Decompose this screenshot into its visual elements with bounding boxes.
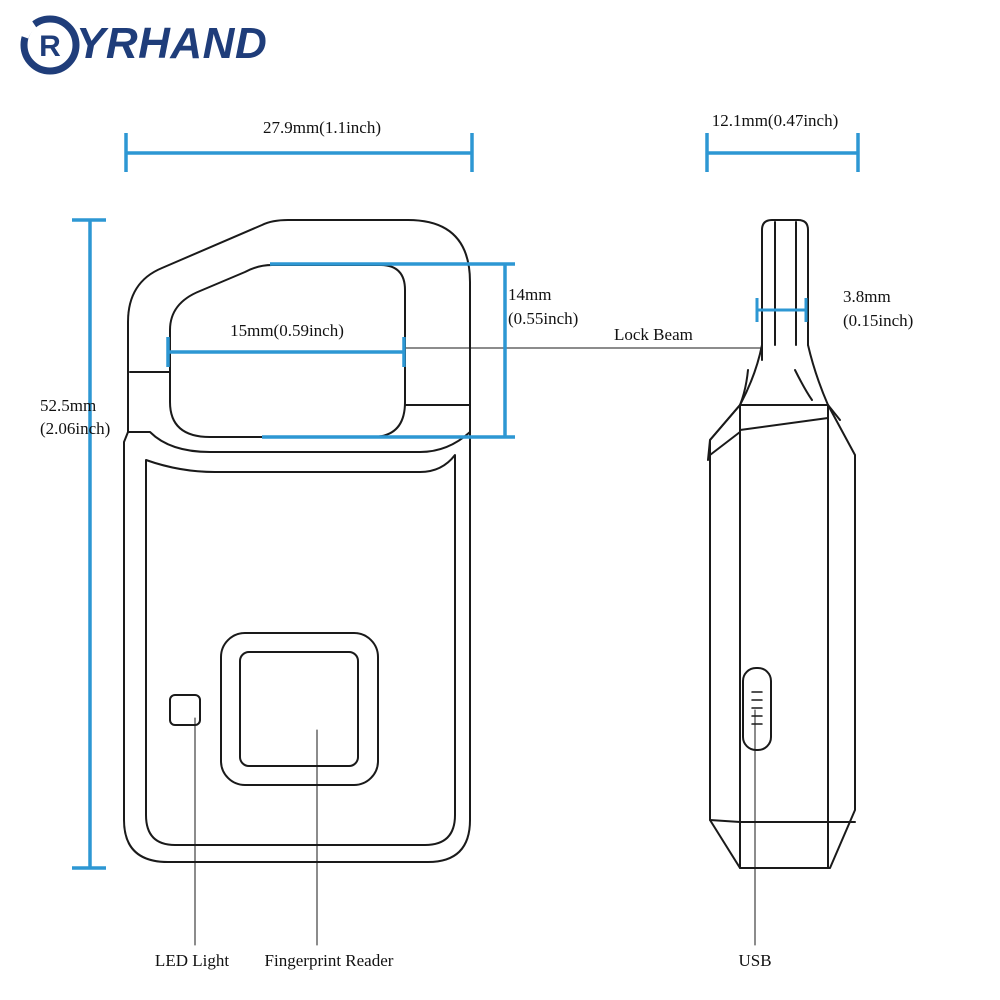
front-view bbox=[123, 219, 471, 863]
dim-beam-inner-width bbox=[166, 337, 406, 367]
led-light-label: LED Light bbox=[154, 951, 230, 970]
height-inch-label: (2.06inch) bbox=[40, 419, 111, 438]
fingerprint-sensor bbox=[239, 651, 359, 767]
dimension-lines bbox=[72, 133, 860, 870]
front-body-outer bbox=[123, 431, 471, 863]
dim-beam-inner-height bbox=[262, 262, 515, 439]
brand-name: YRHAND bbox=[76, 19, 268, 68]
side-view bbox=[707, 219, 856, 869]
dim-side-width bbox=[705, 133, 860, 172]
side-body bbox=[709, 404, 856, 869]
front-shackle-opening bbox=[169, 264, 406, 438]
height-mm-label: 52.5mm bbox=[40, 396, 97, 415]
fingerprint-reader-label: Fingerprint Reader bbox=[264, 951, 394, 970]
usb-port bbox=[742, 667, 772, 751]
side-width-label: 12.1mm(0.47inch) bbox=[711, 111, 839, 130]
logo-badge-icon: R bbox=[20, 15, 80, 75]
side-shackle bbox=[761, 219, 809, 361]
front-shackle-outer bbox=[127, 219, 471, 406]
lock-beam-label: Lock Beam bbox=[614, 325, 693, 344]
beam-inner-width-label: 15mm(0.59inch) bbox=[230, 321, 344, 340]
beam-inner-height-mm-label: 14mm bbox=[508, 285, 552, 304]
beam-inner-height-inch-label: (0.55inch) bbox=[508, 309, 579, 328]
logo-letter: R bbox=[39, 30, 61, 63]
usb-label: USB bbox=[738, 951, 772, 970]
dim-beam-thickness bbox=[755, 298, 808, 322]
dim-height bbox=[72, 218, 106, 870]
front-width-label: 27.9mm(1.1inch) bbox=[262, 118, 382, 137]
dim-front-width bbox=[124, 133, 474, 172]
beam-thickness-inch-label: (0.15inch) bbox=[843, 311, 914, 330]
front-body-inner bbox=[145, 454, 456, 846]
led-light bbox=[169, 694, 201, 726]
callout-leaders bbox=[194, 347, 763, 946]
beam-thickness-mm-label: 3.8mm bbox=[843, 287, 891, 306]
fingerprint-frame bbox=[220, 632, 379, 786]
